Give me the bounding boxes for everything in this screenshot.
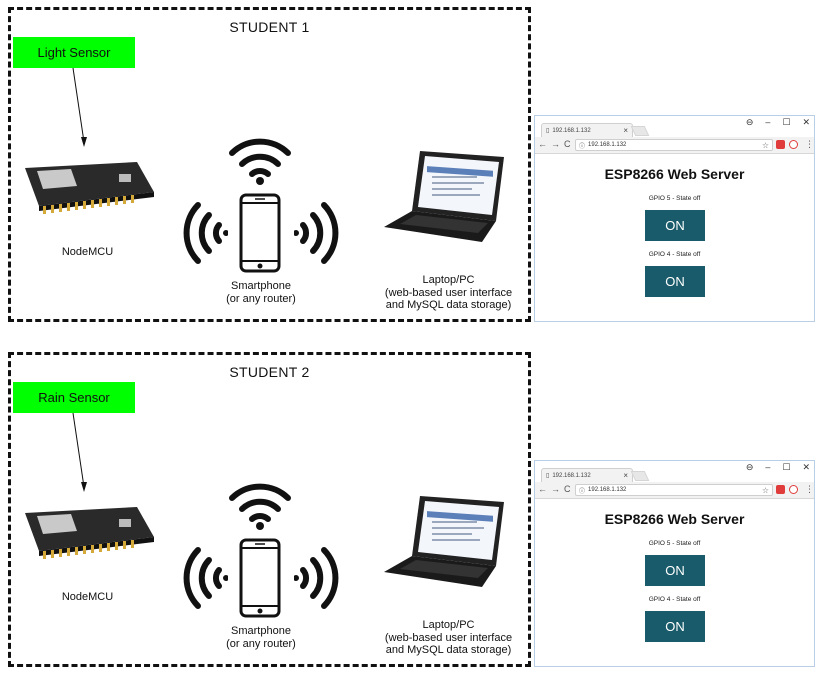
- arrow-icon: [72, 67, 87, 147]
- wifi-signal-icon: [183, 202, 228, 264]
- laptop-label: Laptop/PC (web-based user interface and …: [384, 619, 513, 656]
- minimize-button[interactable]: –: [765, 117, 771, 127]
- gpio5-on-button[interactable]: ON: [645, 210, 705, 241]
- browser-tab[interactable]: ▯ 192.168.1.132 ×: [541, 123, 633, 137]
- tab-bar: ▯ 192.168.1.132 × ⊖ – ☐ ✕: [535, 116, 814, 137]
- star-icon[interactable]: ☆: [761, 485, 769, 495]
- page-icon: ▯: [546, 473, 550, 479]
- close-window-button[interactable]: ✕: [802, 462, 810, 472]
- new-tab-button[interactable]: [630, 471, 650, 481]
- forward-icon[interactable]: →: [551, 139, 560, 149]
- maximize-button[interactable]: ☐: [782, 462, 791, 472]
- tab-bar: ▯ 192.168.1.132 × ⊖ – ☐ ✕: [535, 461, 814, 482]
- smartphone-icon: [239, 538, 281, 618]
- gpio4-status: GPIO 4 - State off: [648, 251, 701, 258]
- browser-window: ▯ 192.168.1.132 × ⊖ – ☐ ✕ ← → C ⓘ 192.16…: [534, 115, 815, 322]
- refresh-icon[interactable]: C: [564, 484, 571, 494]
- address-bar[interactable]: ⓘ 192.168.1.132 ☆: [575, 484, 773, 496]
- laptop-icon: [384, 151, 504, 242]
- smartphone-label: Smartphone (or any router): [226, 280, 296, 305]
- browser-window: ▯ 192.168.1.132 × ⊖ – ☐ ✕ ← → C ⓘ 192.16…: [534, 460, 815, 667]
- extension-icon[interactable]: [776, 140, 785, 149]
- maximize-button[interactable]: ☐: [782, 117, 791, 127]
- smartphone-label: Smartphone (or any router): [226, 625, 296, 650]
- back-icon[interactable]: ←: [538, 484, 547, 494]
- page-icon: ▯: [546, 128, 550, 134]
- extension-icon[interactable]: [789, 485, 798, 494]
- page-title: ESP8266 Web Server: [604, 166, 745, 182]
- sensor-label: Rain Sensor: [13, 382, 135, 413]
- extension-icon[interactable]: [776, 485, 785, 494]
- new-tab-button[interactable]: [630, 126, 650, 136]
- student-title: STUDENT 1: [229, 19, 310, 35]
- arrow-icon: [72, 412, 87, 492]
- close-icon[interactable]: ×: [623, 126, 628, 135]
- student-2-panel: STUDENT 2 Rain Sensor NodeMCU: [8, 352, 531, 667]
- menu-icon[interactable]: ⋮: [805, 139, 814, 149]
- smartphone-icon: [239, 193, 281, 273]
- nodemcu-board-icon: [25, 507, 154, 559]
- gpio4-on-button[interactable]: ON: [645, 611, 705, 642]
- wifi-signal-icon: [294, 547, 339, 609]
- laptop-label: Laptop/PC (web-based user interface and …: [384, 274, 513, 311]
- window-controls: ⊖ – ☐ ✕: [746, 462, 810, 473]
- laptop-icon: [384, 496, 504, 587]
- wifi-signal-icon: [229, 138, 291, 185]
- star-icon[interactable]: ☆: [761, 140, 769, 150]
- browser-toolbar: ← → C ⓘ 192.168.1.132 ☆ ⋮: [535, 137, 814, 154]
- wifi-signal-icon: [294, 202, 339, 264]
- menu-icon[interactable]: ⋮: [805, 484, 814, 494]
- info-icon: ⓘ: [579, 488, 586, 495]
- nodemcu-label: NodeMCU: [61, 591, 114, 603]
- nav-buttons: ← → C: [538, 484, 571, 494]
- close-icon[interactable]: ×: [623, 471, 628, 480]
- gpio4-on-button[interactable]: ON: [645, 266, 705, 297]
- back-icon[interactable]: ←: [538, 139, 547, 149]
- sensor-label: Light Sensor: [13, 37, 135, 68]
- nav-buttons: ← → C: [538, 139, 571, 149]
- profile-icon[interactable]: ⊖: [745, 117, 754, 127]
- gpio5-status: GPIO 5 - State off: [648, 540, 701, 547]
- page-title: ESP8266 Web Server: [604, 511, 745, 527]
- nodemcu-label: NodeMCU: [61, 246, 114, 258]
- nodemcu-board-icon: [25, 162, 154, 214]
- profile-icon[interactable]: ⊖: [745, 462, 754, 472]
- wifi-signal-icon: [229, 483, 291, 530]
- student-title: STUDENT 2: [229, 364, 310, 380]
- close-window-button[interactable]: ✕: [802, 117, 810, 127]
- student-1-panel: STUDENT 1 Light Sensor NodeMCU: [8, 7, 531, 322]
- browser-tab[interactable]: ▯ 192.168.1.132 ×: [541, 468, 633, 482]
- gpio4-status: GPIO 4 - State off: [648, 596, 701, 603]
- minimize-button[interactable]: –: [765, 462, 771, 472]
- extension-icon[interactable]: [789, 140, 798, 149]
- info-icon: ⓘ: [579, 143, 586, 150]
- gpio5-on-button[interactable]: ON: [645, 555, 705, 586]
- refresh-icon[interactable]: C: [564, 139, 571, 149]
- forward-icon[interactable]: →: [551, 484, 560, 494]
- address-bar[interactable]: ⓘ 192.168.1.132 ☆: [575, 139, 773, 151]
- gpio5-status: GPIO 5 - State off: [648, 195, 701, 202]
- wifi-signal-icon: [183, 547, 228, 609]
- window-controls: ⊖ – ☐ ✕: [746, 117, 810, 128]
- browser-toolbar: ← → C ⓘ 192.168.1.132 ☆ ⋮: [535, 482, 814, 499]
